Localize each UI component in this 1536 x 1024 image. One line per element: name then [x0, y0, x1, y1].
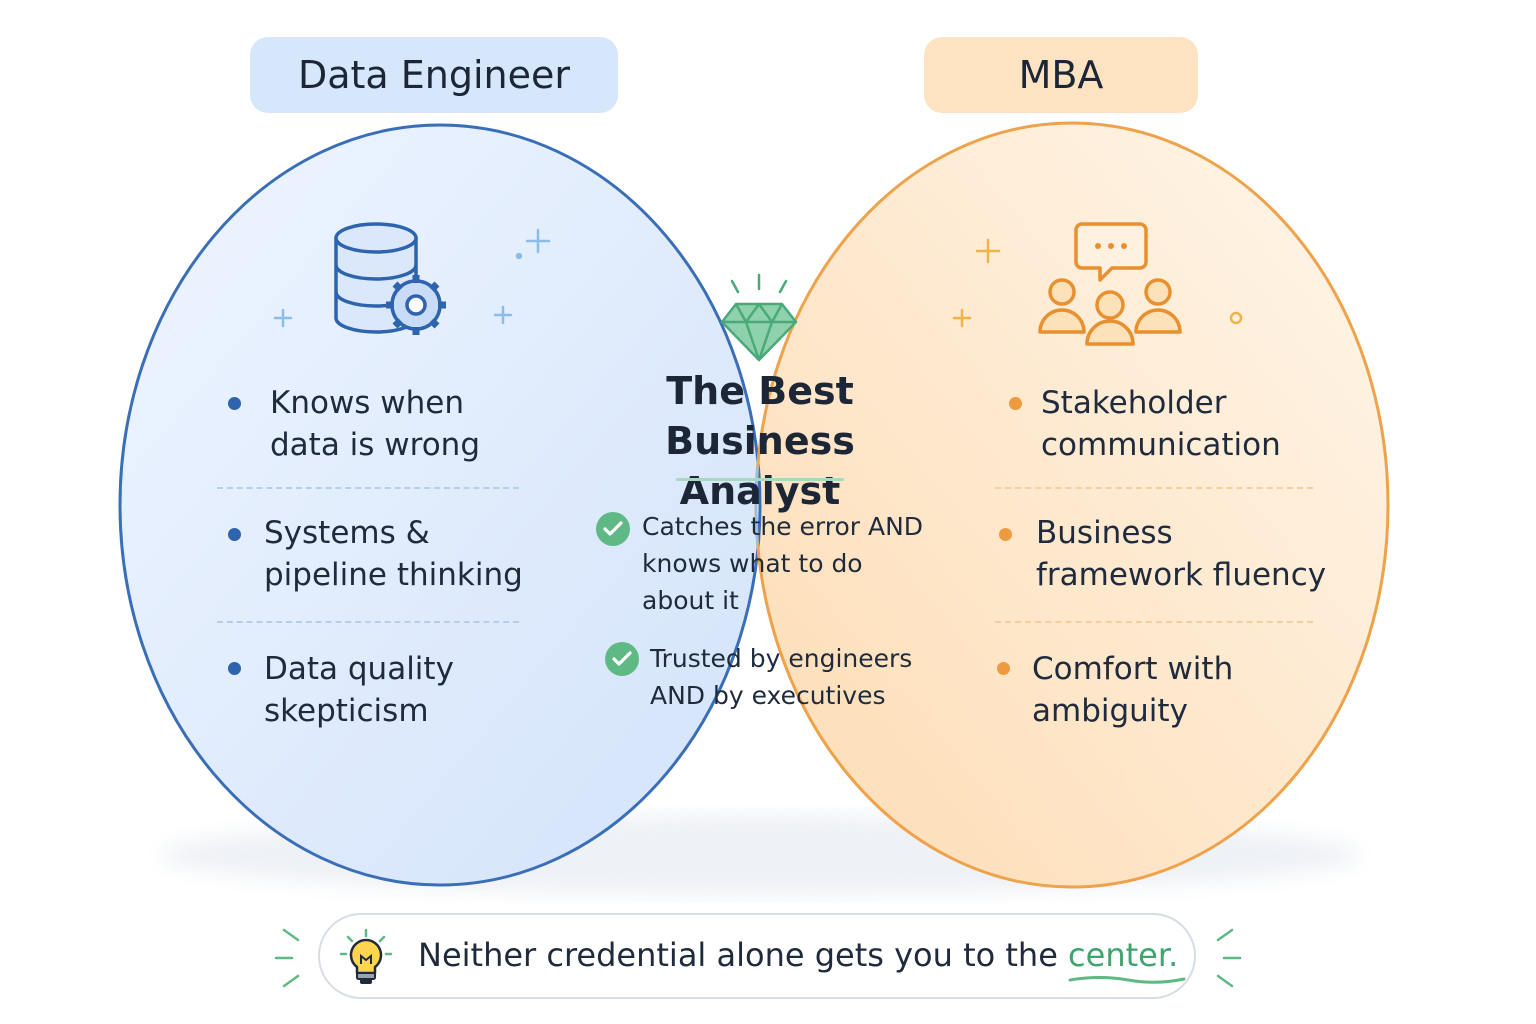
footer-message: Neither credential alone gets you to the… [418, 933, 1186, 984]
right-set-title: MBA [924, 37, 1198, 113]
left-set-circle [120, 125, 760, 885]
underline-stroke [1068, 976, 1186, 984]
database-gear-icon [334, 222, 446, 335]
bullet [228, 397, 241, 410]
divider [217, 487, 519, 489]
left-set-outline [118, 123, 762, 887]
diamond-icon [720, 273, 798, 362]
footer-banner [318, 913, 1196, 999]
spark-lines-icon [274, 928, 1242, 988]
footer-accent-word: center. [1068, 936, 1186, 984]
divider [995, 621, 1313, 623]
team-chat-icon [1038, 222, 1182, 346]
bullet [999, 528, 1012, 541]
left-set-title: Data Engineer [250, 37, 618, 113]
divider [217, 621, 519, 623]
title-underline [676, 478, 844, 481]
lightbulb-icon [339, 928, 393, 984]
sparkle-icon [273, 228, 551, 328]
left-trait-2: Systems &pipeline thinking [264, 515, 523, 593]
sparkle-icon [952, 238, 1243, 328]
check-icon [596, 512, 630, 546]
divider [995, 487, 1313, 489]
right-set-circle [756, 123, 1388, 887]
bullet [228, 528, 241, 541]
bullet [228, 662, 241, 675]
bullet [997, 662, 1010, 675]
check-icon [605, 642, 639, 676]
bullet [1009, 397, 1022, 410]
